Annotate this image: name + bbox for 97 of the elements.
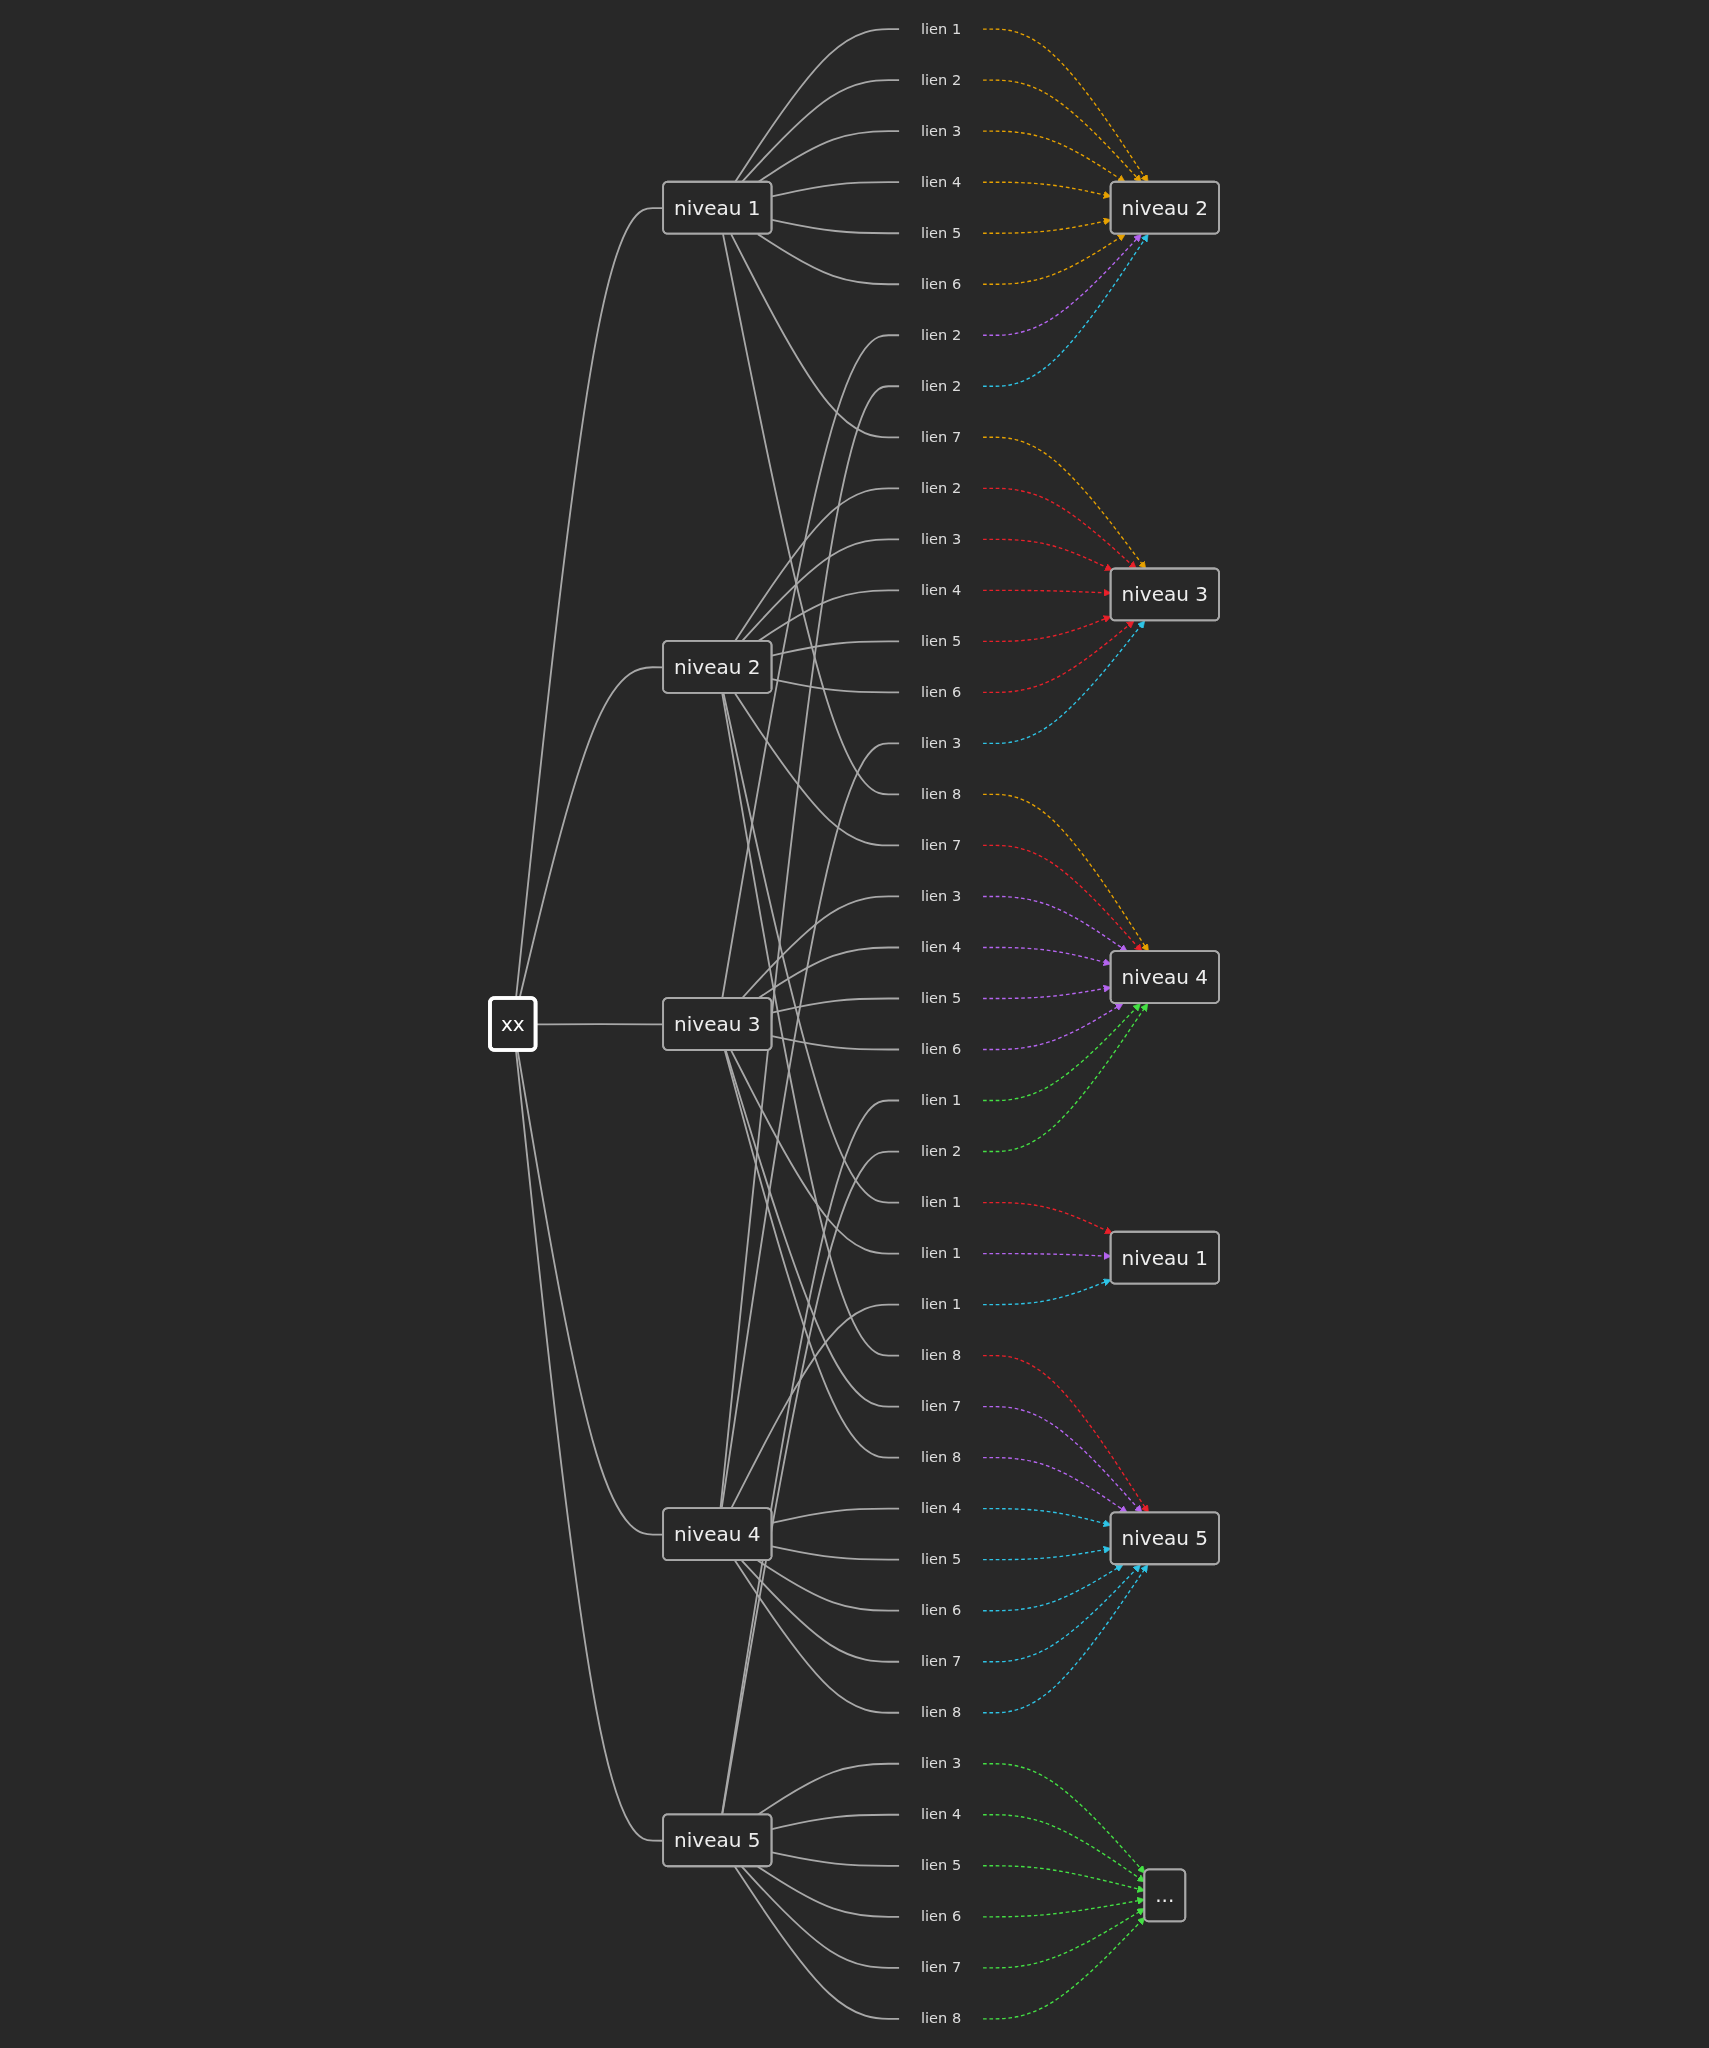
arrow — [982, 1916, 1146, 2020]
arrow — [982, 28, 1149, 183]
arrow — [982, 1456, 1128, 1514]
connector — [771, 1507, 900, 1524]
connector — [722, 233, 900, 796]
node-text: lien 2 — [920, 71, 962, 89]
node-text: lien 1 — [920, 1193, 962, 1211]
connector — [720, 742, 900, 1510]
connector — [771, 1035, 900, 1051]
connector — [771, 181, 900, 198]
arrow — [982, 620, 1146, 745]
connector — [740, 1865, 900, 1969]
node-text: lien 6 — [920, 1601, 962, 1619]
connector — [771, 1851, 900, 1867]
connector — [740, 1559, 900, 1663]
node-text: lien 1 — [920, 20, 962, 38]
connector — [721, 334, 900, 1000]
arrow — [982, 1003, 1141, 1102]
node-text: lien 1 — [920, 1091, 962, 1109]
node-text: lien 8 — [920, 1703, 962, 1721]
arrow — [982, 1003, 1124, 1051]
arrow — [982, 487, 1137, 570]
arrow — [982, 1354, 1149, 1514]
node-text: lien 1 — [920, 1295, 962, 1313]
arrow — [982, 233, 1142, 336]
arrow — [982, 1405, 1143, 1514]
node-text: lien 8 — [920, 785, 962, 803]
arrow — [982, 79, 1142, 183]
connector — [771, 997, 900, 1014]
connector — [756, 1559, 900, 1612]
arrow — [982, 436, 1147, 570]
node-text: lien 5 — [920, 1856, 962, 1874]
node-text: lien 3 — [920, 122, 962, 140]
node-text: lien 7 — [920, 836, 962, 854]
connector — [734, 692, 900, 847]
node-text: lien 3 — [920, 734, 962, 752]
arrow — [982, 538, 1113, 571]
node-text: lien 7 — [920, 1958, 962, 1977]
node-text: lien 6 — [920, 683, 962, 701]
node-text: lien 8 — [920, 1448, 962, 1466]
node-text: lien 4 — [920, 1499, 962, 1517]
node-text: lien 2 — [920, 1142, 962, 1160]
node-text: lien 6 — [920, 1040, 962, 1058]
node-text: lien 4 — [920, 581, 962, 599]
node-text: lien 7 — [920, 428, 962, 446]
connector — [756, 1865, 900, 1918]
connector — [734, 1559, 900, 1714]
connector — [730, 1303, 900, 1510]
node-text: lien 8 — [920, 2009, 962, 2028]
arrow — [982, 1201, 1113, 1234]
arrow — [982, 130, 1126, 183]
connector — [719, 385, 900, 1510]
arrow — [982, 1003, 1149, 1153]
arrow — [982, 895, 1128, 952]
node-text: lien 7 — [920, 1652, 962, 1670]
node-text: lien 2 — [920, 326, 962, 344]
node-text: lien 1 — [920, 1244, 962, 1262]
connector — [756, 233, 900, 286]
node-text: lien 2 — [920, 377, 962, 395]
arrow — [982, 793, 1149, 952]
arrow — [982, 620, 1135, 694]
node-text: lien 5 — [920, 989, 962, 1007]
node-text: lien 3 — [920, 1754, 962, 1772]
connector — [722, 692, 900, 1204]
arrow — [982, 1564, 1141, 1663]
connector — [771, 640, 900, 657]
node-text: lien 6 — [920, 275, 962, 293]
connector — [756, 946, 900, 1000]
node-text: lien 3 — [920, 530, 962, 548]
arrow — [982, 844, 1143, 952]
arrow — [982, 1763, 1146, 1874]
arrow — [982, 233, 1149, 387]
connector — [734, 1865, 900, 2020]
connector — [740, 895, 900, 1000]
connector — [730, 233, 900, 439]
arrow — [982, 1564, 1149, 1714]
node-text: lien 6 — [920, 1907, 962, 1926]
node-text: lien 2 — [920, 479, 962, 497]
connector — [730, 1049, 900, 1255]
node-text: lien 3 — [920, 887, 962, 905]
connector — [771, 1545, 900, 1561]
arrow — [982, 1278, 1112, 1306]
node-text: lien 4 — [920, 938, 962, 956]
connector — [771, 219, 900, 235]
node-text: lien 4 — [920, 173, 962, 191]
arrow — [982, 1564, 1124, 1612]
node-text: lien 5 — [920, 224, 962, 242]
arrow — [982, 233, 1126, 285]
arrow — [982, 615, 1112, 643]
node-text: lien 4 — [920, 1805, 962, 1823]
connector — [771, 1813, 900, 1830]
node-text: lien 5 — [920, 1550, 962, 1568]
node-text: lien 7 — [920, 1397, 962, 1415]
node-text: lien 8 — [920, 1346, 962, 1364]
connector — [771, 678, 900, 694]
node-text: lien 5 — [920, 632, 962, 650]
connector — [721, 692, 900, 1357]
